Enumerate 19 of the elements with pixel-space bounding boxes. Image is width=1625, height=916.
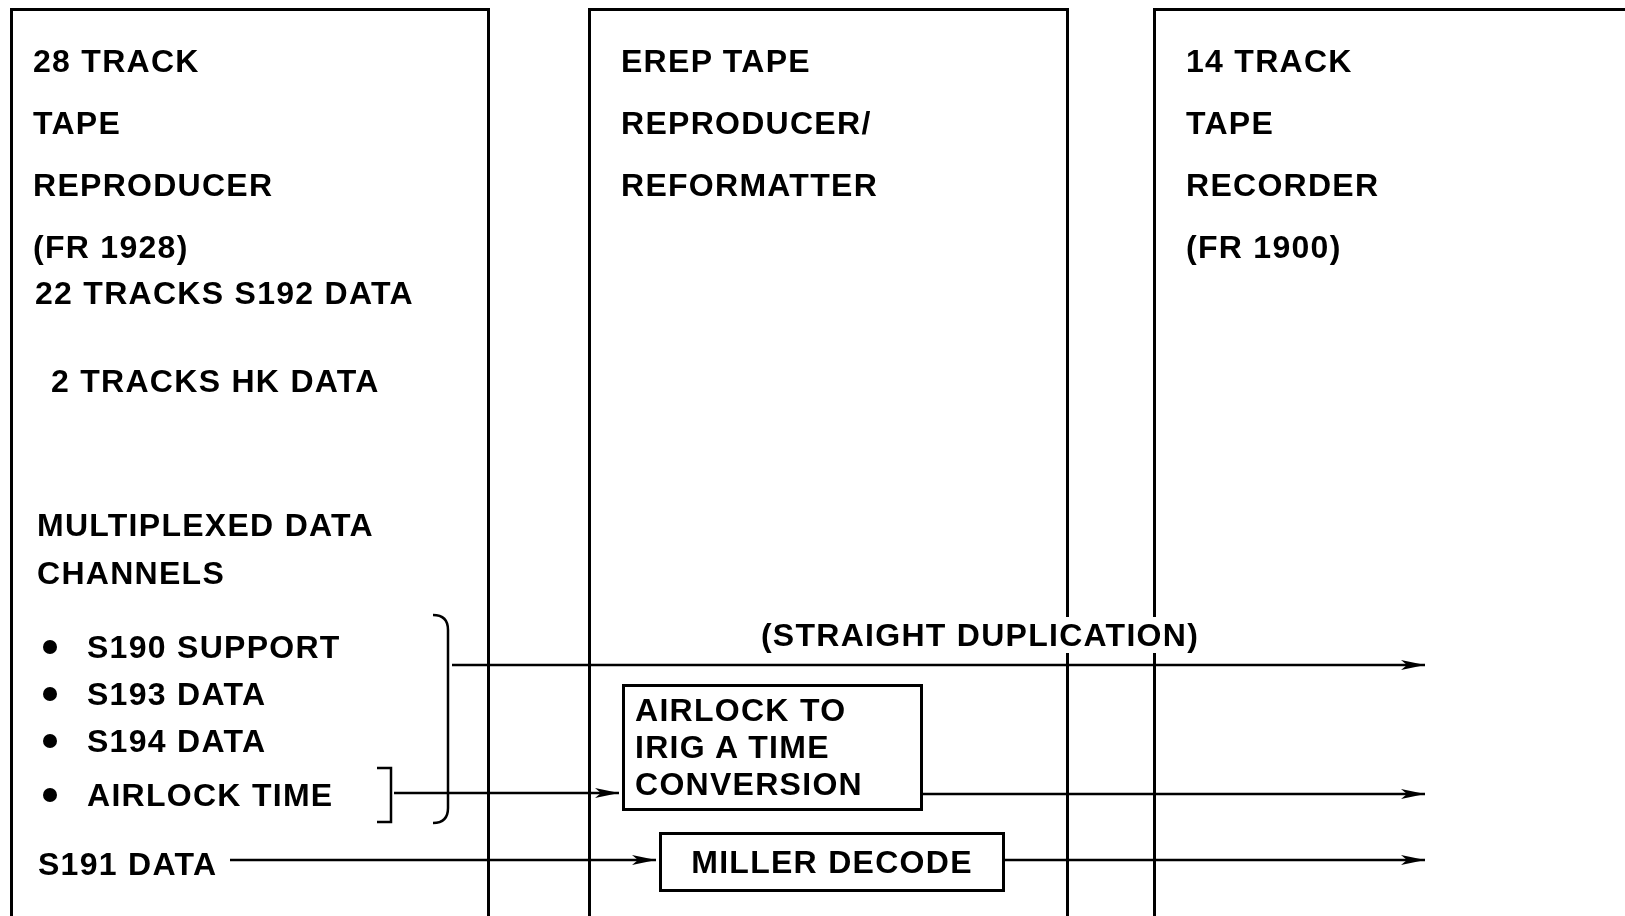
arrow: [920, 789, 1425, 799]
channel-label: AIRLOCK TIME: [87, 775, 334, 815]
process-box: AIRLOCK TO IRIG A TIME CONVERSION: [622, 684, 923, 811]
arrow: [452, 660, 1425, 670]
arrow: [230, 855, 656, 865]
channel-label: S194 DATA: [87, 721, 267, 761]
device-label: MULTIPLEXED DATA CHANNELS: [37, 506, 374, 593]
device-label: 2 TRACKS HK DATA: [51, 362, 381, 401]
arrow: [1002, 855, 1425, 865]
device-label: 28 TRACK TAPE REPRODUCER (FR 1928): [33, 42, 275, 267]
signal-label: S191 DATA: [38, 845, 218, 884]
arrow: [394, 788, 619, 798]
device-label: 14 TRACK TAPE RECORDER (FR 1900): [1186, 42, 1381, 267]
channel-label: S193 DATA: [87, 674, 267, 714]
device-label: EREP TAPE REPRODUCER/ REFORMATTER: [621, 42, 880, 205]
process-box: MILLER DECODE: [659, 832, 1005, 892]
device-label: 22 TRACKS S192 DATA: [35, 274, 415, 313]
channel-label: S190 SUPPORT: [87, 627, 341, 667]
device-column: [10, 8, 490, 916]
